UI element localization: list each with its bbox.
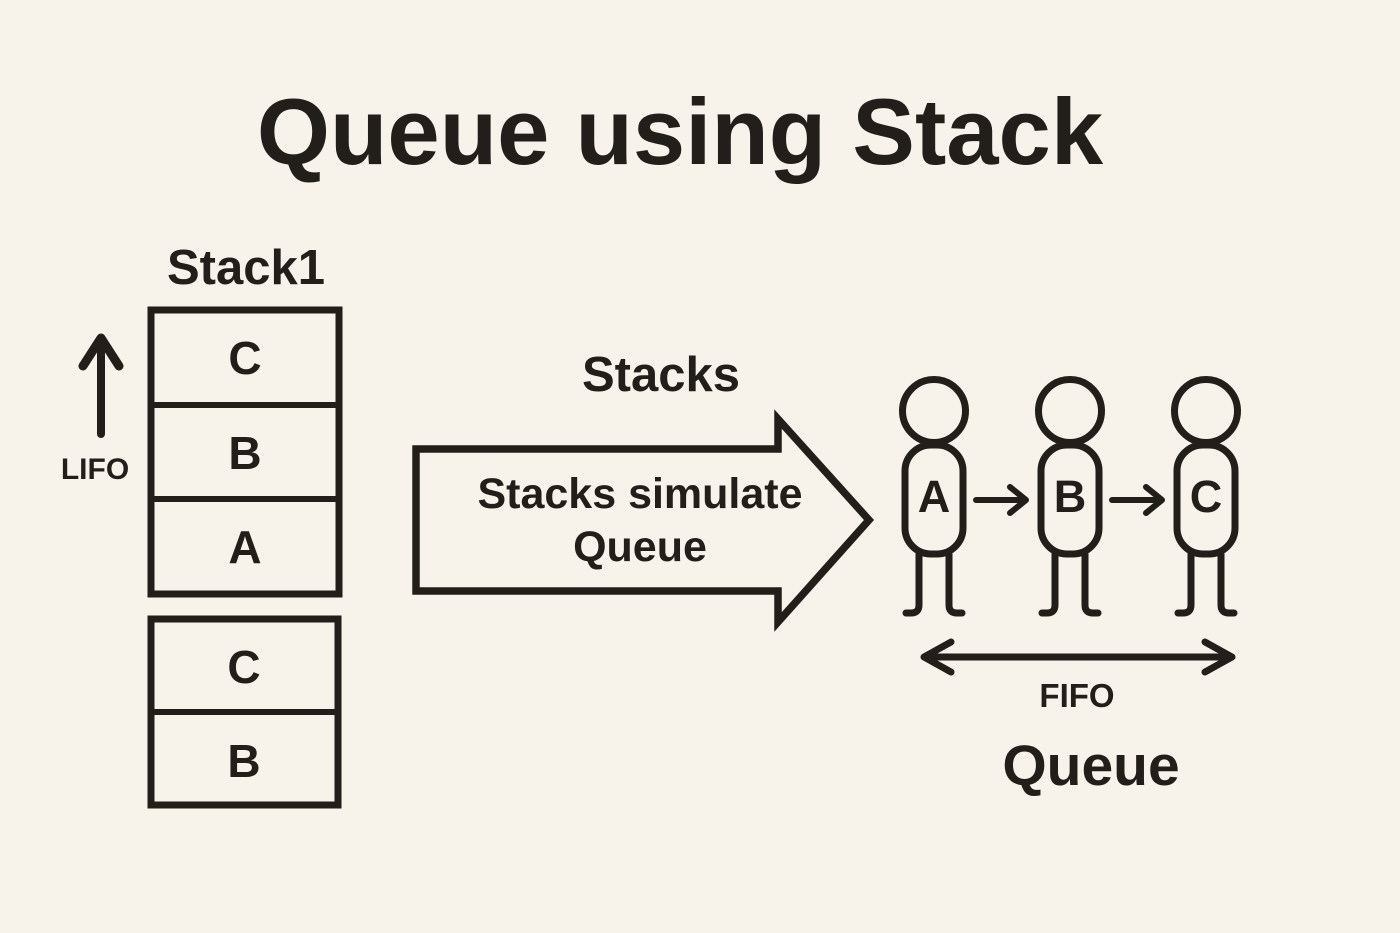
- person-right-leg-icon: [1081, 550, 1102, 617]
- person-left-leg-icon: [1174, 550, 1195, 617]
- person-right-leg-icon: [1217, 550, 1238, 617]
- person-left-leg-icon: [1038, 550, 1059, 617]
- stack2-diagram: C B: [147, 615, 342, 809]
- queue-arrow-b-c-icon: [1109, 484, 1165, 516]
- stack2-cell-top: C: [227, 641, 260, 693]
- person-figure-b: B: [1035, 376, 1105, 617]
- person-body-icon: [901, 441, 967, 558]
- person-right-leg-icon: [945, 550, 966, 617]
- queue-label: Queue: [1002, 734, 1179, 798]
- person-left-leg-icon: [902, 550, 923, 617]
- big-arrow-shape: [412, 409, 875, 632]
- big-arrow-text-line2: Queue: [573, 523, 707, 571]
- person-head-icon: [1171, 376, 1241, 446]
- stack1-box: [147, 306, 343, 598]
- stack1-cell-middle: B: [228, 427, 261, 479]
- person-letter: A: [918, 471, 951, 522]
- person-head-icon: [1035, 376, 1105, 446]
- big-arrow-text-line1: Stacks simulate: [477, 470, 802, 518]
- person-letter: B: [1054, 471, 1087, 522]
- person-body-icon: [1173, 441, 1239, 558]
- person-figure-c: C: [1171, 376, 1241, 617]
- fifo-double-arrow-icon: [920, 638, 1236, 676]
- fifo-label: FIFO: [1039, 677, 1114, 714]
- person-figure-a: A: [899, 376, 969, 617]
- stack1-cell-bottom: A: [228, 521, 261, 573]
- stack1-label: Stack1: [167, 241, 325, 295]
- queue-arrow-a-b-icon: [973, 484, 1029, 516]
- stack2-cell-bottom: B: [227, 735, 260, 787]
- big-arrow: Stacks simulate Queue: [412, 409, 875, 632]
- person-letter: C: [1190, 471, 1223, 522]
- person-body-icon: [1037, 441, 1103, 558]
- lifo-label: LIFO: [61, 453, 129, 486]
- page-title: Queue using Stack: [257, 79, 1104, 184]
- stacks-label: Stacks: [582, 348, 740, 402]
- stack1-diagram: Stack1 C B A: [147, 241, 343, 598]
- stack1-cell-top: C: [228, 332, 261, 384]
- person-head-icon: [899, 376, 969, 446]
- lifo-up-arrow-icon: [78, 333, 124, 438]
- queue-people: A B C: [899, 376, 1241, 617]
